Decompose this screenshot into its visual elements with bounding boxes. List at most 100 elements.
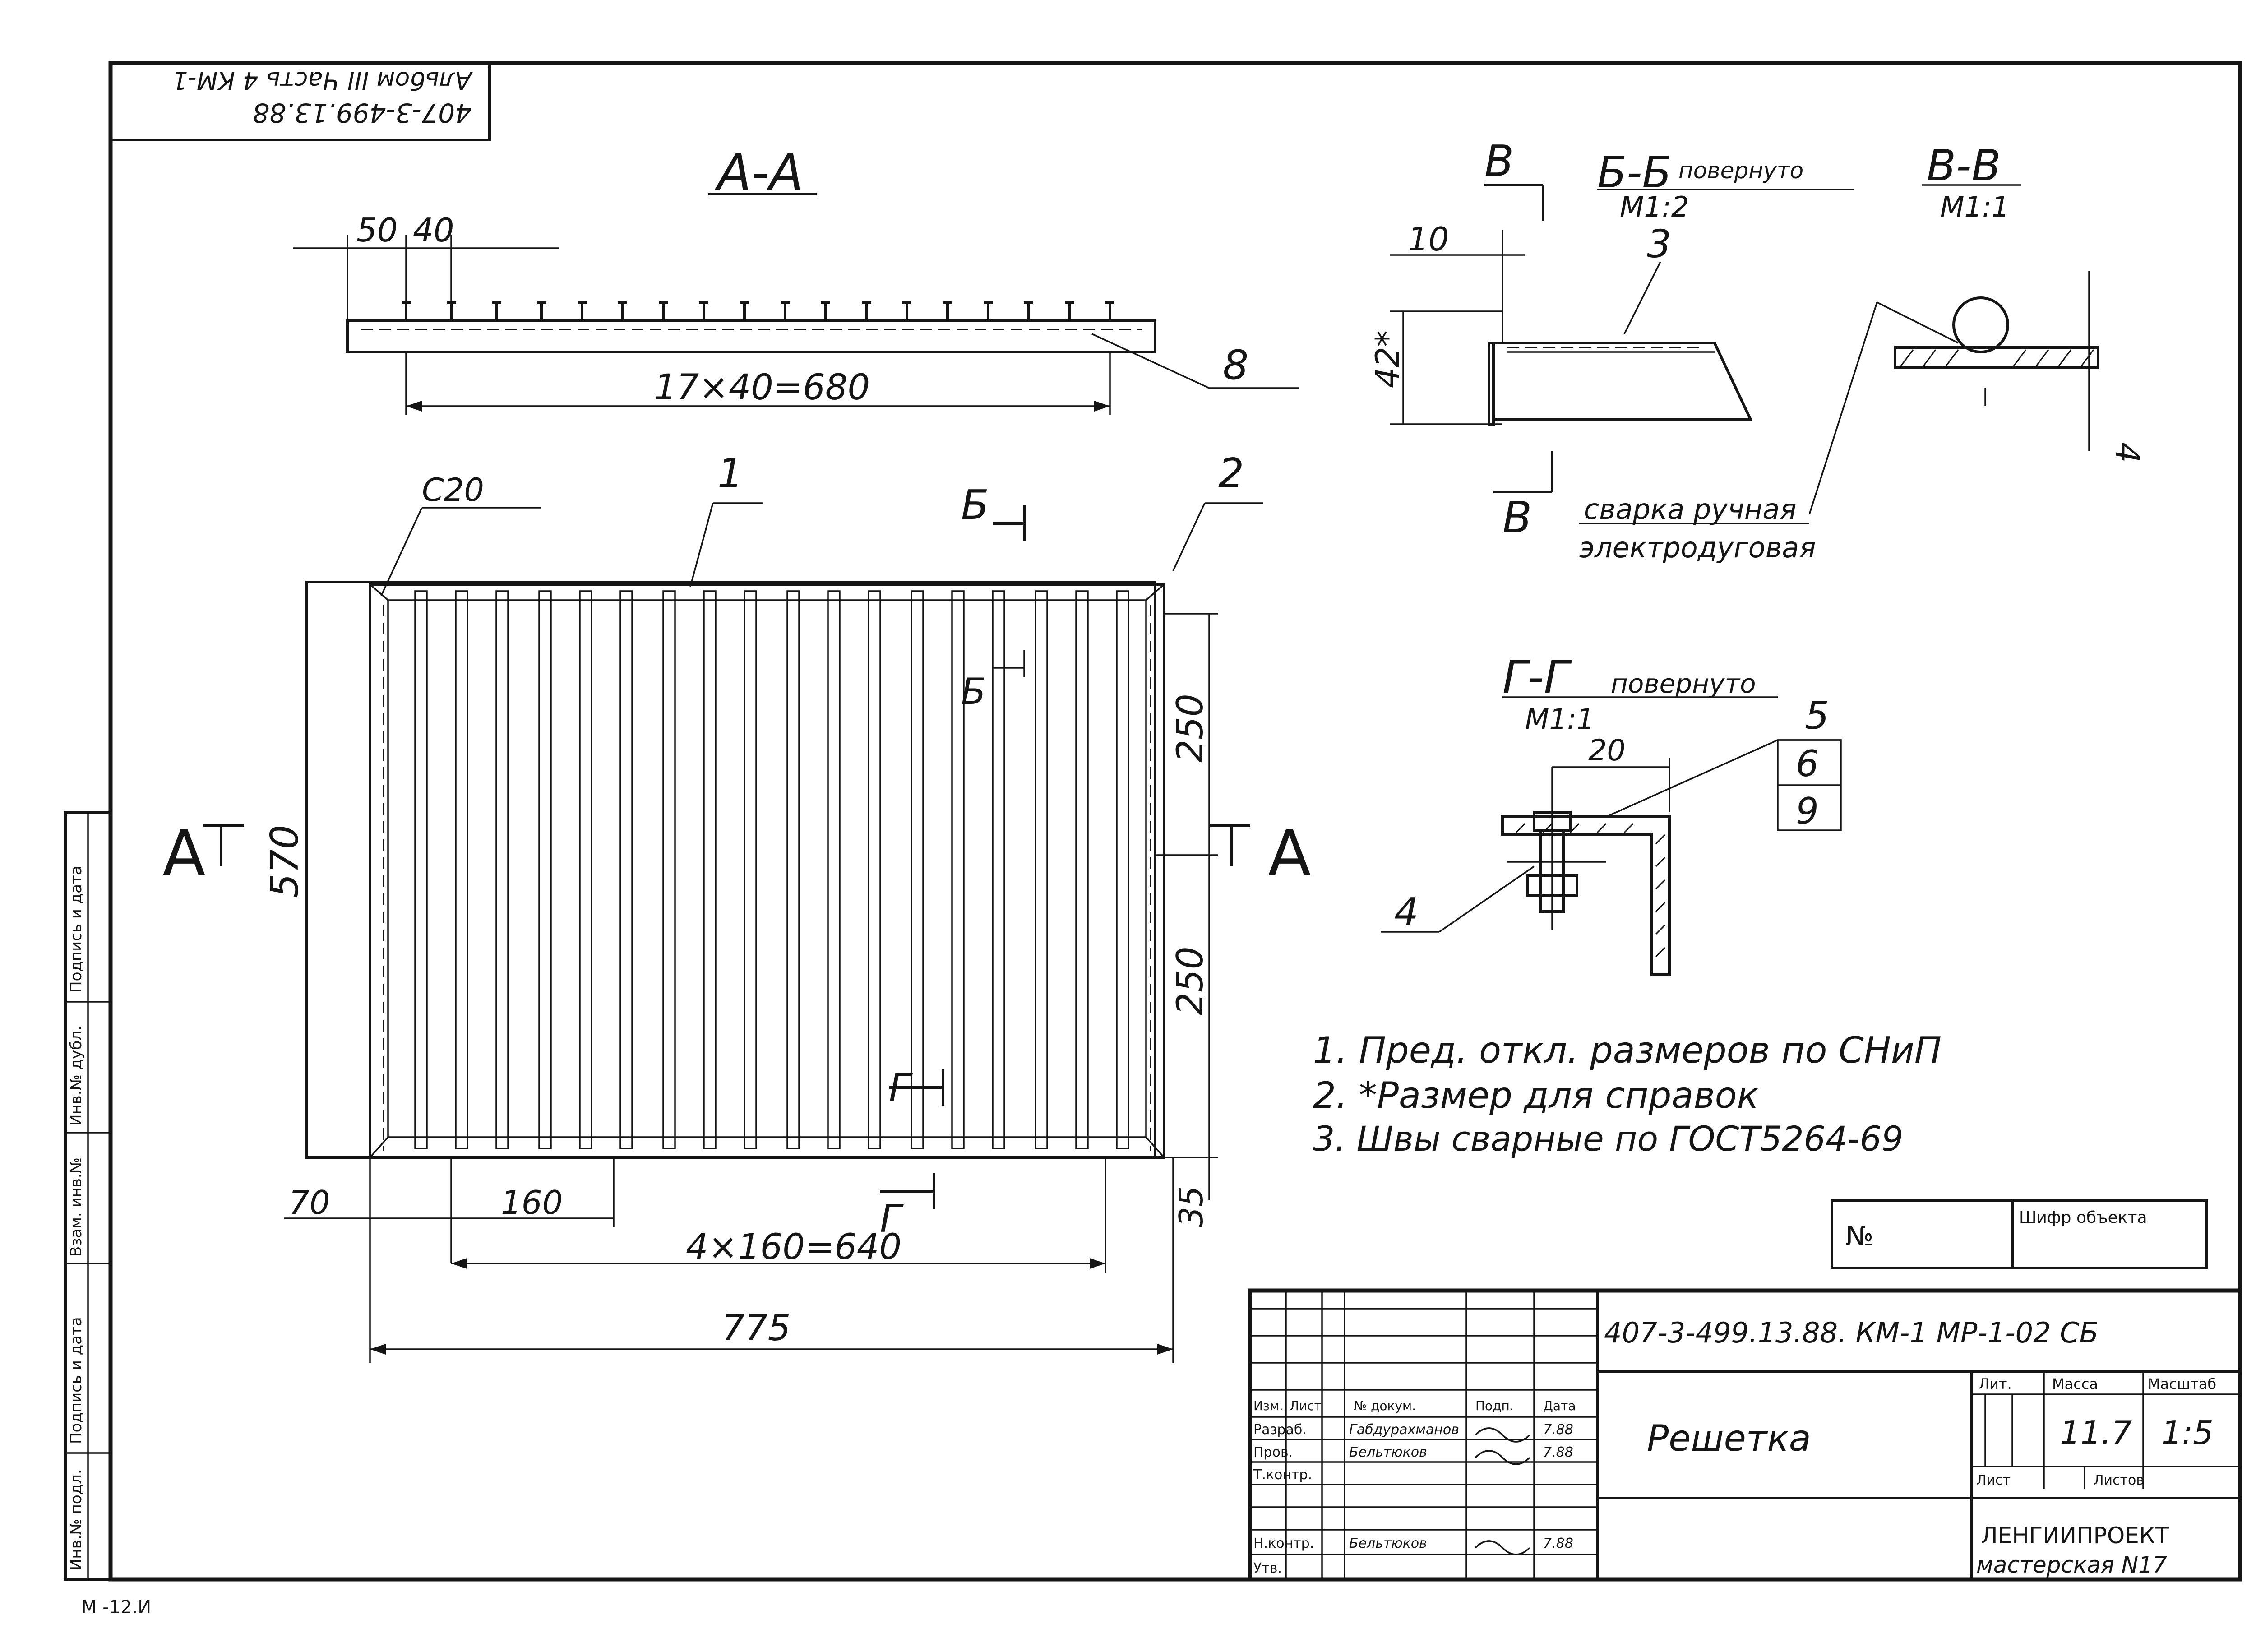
- angle-section: [1501, 815, 1671, 976]
- dim-640: 4×160=640: [686, 1227, 901, 1268]
- drawing-title: Решетка: [1647, 1417, 1811, 1459]
- section-aa-plate: [346, 319, 1156, 353]
- sheets-label: Листов: [2094, 1472, 2144, 1488]
- side-strip-orig-inv: Инв.№ подл.: [67, 1469, 85, 1570]
- object-code-box: № Шифр объекта: [1831, 1199, 2208, 1269]
- signature-3: [1475, 1540, 1530, 1555]
- section-bb-note: повернуто: [1678, 157, 1803, 184]
- weld-label-2: электродуговая: [1579, 531, 1816, 564]
- side-strip-dup-inv: Инв.№ дубл.: [67, 1026, 85, 1126]
- section-aa-title: А-А: [715, 143, 803, 201]
- rod-section: [1952, 296, 2009, 353]
- name-razrab: Габдурахманов: [1349, 1422, 1459, 1438]
- dim-20: 20: [1588, 734, 1626, 768]
- title-block: 407-3-499.13.88. КМ-1 МР-1-02 СБ Решетка…: [1248, 1288, 2242, 1582]
- section-aa: А-А 50 40 17×40=680 8: [293, 143, 1299, 415]
- section-vv-scale: М1:1: [1940, 190, 2009, 223]
- weld-label-1: сварка ручная: [1584, 493, 1797, 526]
- cut-v-bottom: В: [1502, 493, 1532, 543]
- col-list: Лист: [1290, 1398, 1322, 1413]
- doc-code: 407-3-499.13.88. КМ-1 МР-1-02 СБ: [1604, 1316, 2099, 1349]
- object-number-label: №: [1845, 1221, 1873, 1252]
- part-6: 6: [1796, 743, 1819, 785]
- col-doc: № докум.: [1354, 1398, 1416, 1413]
- date-nkontr: 7.88: [1543, 1536, 1573, 1551]
- dim-50: 50: [356, 211, 398, 249]
- dim-775: 775: [722, 1307, 791, 1349]
- section-aa-bars: [402, 301, 1114, 320]
- side-strip-sign-date-1: Подпись и дата: [67, 865, 85, 993]
- side-strip-repl-inv: Взам. инв.№: [67, 1157, 85, 1257]
- mass-label: Масса: [2052, 1375, 2098, 1393]
- cut-b-top: Б: [961, 481, 989, 529]
- role-utv: Утв.: [1253, 1560, 1282, 1576]
- section-gg-title: Г-Г: [1502, 651, 1572, 703]
- part-3: 3: [1647, 222, 1671, 267]
- side-strip: Подпись и дата Инв.№ дубл. Взам. инв.№ П…: [64, 811, 112, 1581]
- col-sign: Подп.: [1475, 1398, 1514, 1413]
- dim-10: 10: [1408, 220, 1449, 258]
- grating-outline: [305, 581, 1156, 1159]
- col-izm: Изм.: [1253, 1398, 1283, 1413]
- frame-inner: [387, 599, 1147, 1138]
- section-vv: В-В М1:1 4 сварка ручная электродуговая: [1579, 141, 2146, 564]
- stamp: 407-3-499.13.88 Альбом III Часть 4 КМ-1: [172, 66, 473, 128]
- dim-160: 160: [501, 1184, 563, 1222]
- col-date: Дата: [1543, 1398, 1576, 1413]
- signature-1: [1475, 1427, 1530, 1443]
- section-bb-scale: М1:2: [1620, 190, 1689, 223]
- workshop-name: мастерская N17: [1976, 1552, 2167, 1578]
- dim-35: 35: [1172, 1186, 1210, 1227]
- section-gg-note: повернуто: [1611, 668, 1756, 699]
- part-2: 2: [1218, 450, 1244, 497]
- part-5: 5: [1805, 694, 1829, 738]
- dim-42: 42*: [1368, 330, 1406, 388]
- sheet-frame: [108, 61, 2242, 1582]
- role-tkontr: Т.контр.: [1253, 1467, 1312, 1483]
- object-code-label: Шифр объекта: [2019, 1208, 2147, 1227]
- stamp-line-2: Альбом III Часть 4 КМ-1: [172, 66, 473, 95]
- part-8: 8: [1223, 342, 1248, 389]
- part-1: 1: [717, 450, 743, 497]
- cut-v-top: В: [1484, 137, 1514, 186]
- notes: 1. Пред. откл. размеров по СНиП 2. *Разм…: [1313, 1029, 1942, 1159]
- part-4: 4: [1394, 890, 1419, 935]
- name-nkontr: Бельтюков: [1349, 1536, 1427, 1551]
- weld-symbol: С20: [422, 472, 484, 509]
- dim-40: 40: [413, 211, 454, 249]
- section-vv-title: В-В: [1927, 141, 2001, 191]
- part-9: 9: [1796, 790, 1819, 832]
- view-a-left: А: [162, 817, 206, 891]
- note-2: 2. *Размер для справок: [1313, 1074, 1759, 1116]
- role-prov: Пров.: [1253, 1444, 1293, 1460]
- date-prov: 7.88: [1543, 1444, 1573, 1460]
- section-bb: В Б-Б повернуто М1:2 3 10 42* В: [1368, 137, 1854, 543]
- note-1: 1. Пред. откл. размеров по СНиП: [1313, 1029, 1942, 1071]
- stamp-box: [109, 62, 491, 141]
- scale-label: Масштаб: [2148, 1375, 2216, 1393]
- section-gg: Г-Г повернуто М1:1 5 6 9 20 4: [1381, 651, 1842, 976]
- side-strip-sign-date-2: Подпись и дата: [67, 1317, 85, 1444]
- view-a-right: А: [1268, 817, 1311, 891]
- dim-680: 17×40=680: [654, 367, 870, 408]
- stamp-line-1: 407-3-499.13.88: [253, 97, 472, 128]
- cut-b-mid: Б: [961, 671, 986, 713]
- note-3: 3. Швы сварные по ГОСТ5264-69: [1313, 1119, 1903, 1159]
- scale-value: 1:5: [2161, 1414, 2214, 1452]
- sheet-label: Лист: [1976, 1472, 2011, 1488]
- role-nkontr: Н.контр.: [1253, 1536, 1314, 1551]
- format-code: М -12.И: [81, 1597, 151, 1618]
- frame-outer: [369, 583, 1165, 1159]
- dim-250-bottom: 250: [1169, 946, 1211, 1015]
- plate-section: [1894, 346, 2099, 369]
- plan-view: С20 1 2 Б Б Г Г А А 570 2: [162, 450, 1311, 1363]
- date-razrab: 7.88: [1543, 1422, 1573, 1438]
- section-gg-scale: М1:1: [1525, 703, 1594, 736]
- role-razrab: Разраб.: [1253, 1422, 1307, 1438]
- signature-2: [1475, 1450, 1530, 1465]
- dim-70: 70: [289, 1184, 330, 1222]
- signature-grid: Изм. Лист № докум. Подп. Дата Разраб. Пр…: [1250, 1291, 1597, 1579]
- cut-g-bottom: Г: [880, 1197, 904, 1241]
- grating-bars: [414, 590, 1129, 1149]
